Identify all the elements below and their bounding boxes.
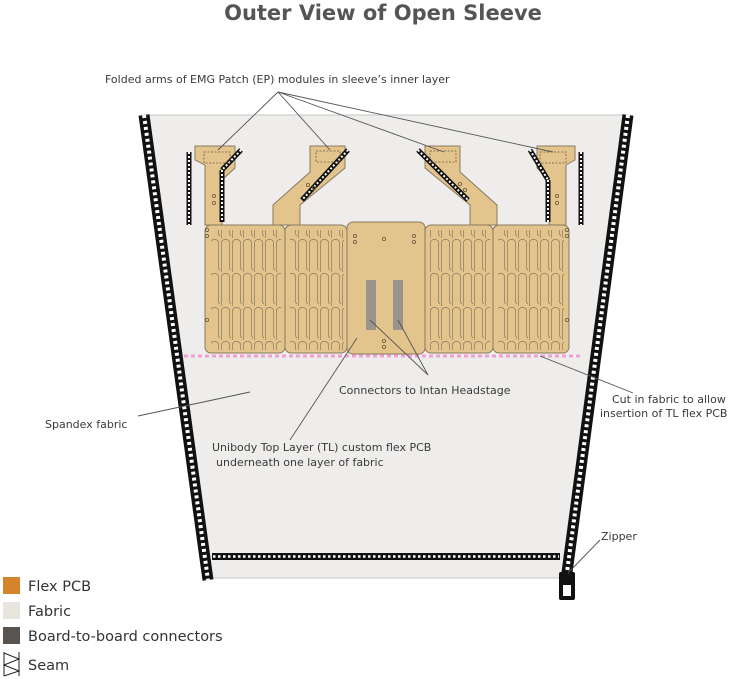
label-folded-arms: Folded arms of EMG Patch (EP) modules in… [105, 73, 450, 86]
label-tl-line1: Unibody Top Layer (TL) custom flex PCB [212, 441, 431, 454]
label-zipper: Zipper [601, 530, 637, 543]
label-tl-line2: underneath one layer of fabric [216, 456, 384, 469]
diagram-title: Outer View of Open Sleeve [224, 1, 542, 25]
label-cut-line2: insertion of TL flex PCB [600, 407, 727, 420]
label-spandex: Spandex fabric [45, 418, 127, 431]
tl-central-body [346, 221, 426, 355]
inner-seams-hatch [188, 149, 582, 225]
legend-label-fabric: Fabric [28, 604, 71, 620]
zipper-pull [559, 572, 575, 600]
vias [204, 181, 570, 349]
seam-left [138, 114, 214, 581]
legend: Flex PCB Fabric Board-to-board connector… [2, 577, 223, 677]
seam-icon [2, 652, 21, 677]
legend-label-connector: Board-to-board connectors [28, 629, 223, 645]
legend-label-seam: Seam [28, 658, 69, 674]
legend-label-flex: Flex PCB [28, 579, 91, 595]
serpentine-traces [211, 230, 564, 350]
seam-right [560, 114, 634, 581]
label-connectors: Connectors to Intan Headstage [339, 384, 511, 397]
legend-swatch-connector [3, 627, 20, 644]
seam-bottom [212, 553, 560, 560]
annotation-lines [137, 91, 634, 574]
label-cut-line1: Cut in fabric to allow [612, 393, 726, 406]
arm-pads [203, 150, 567, 164]
board-to-board-connectors [366, 280, 403, 330]
legend-swatch-fabric [3, 602, 20, 619]
legend-swatch-flex [3, 577, 20, 594]
